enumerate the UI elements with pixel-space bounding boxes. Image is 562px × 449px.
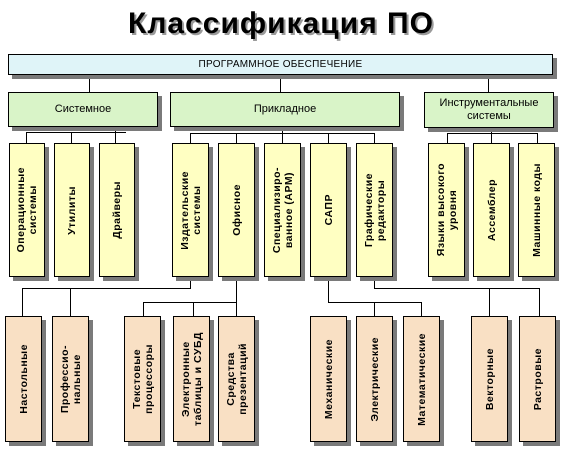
node-office-label: Офисное (230, 184, 243, 236)
node-office: Офисное (218, 143, 255, 277)
node-professional-publishing-label: Профессио- нальные (58, 344, 83, 414)
connector-line (70, 288, 71, 316)
connector-line (115, 127, 116, 143)
connector-line (71, 132, 72, 143)
node-operating-systems-label: Операционные системы (15, 167, 39, 253)
connector-line (491, 128, 492, 143)
connector-line (421, 302, 422, 316)
node-high-level-languages-label: Языки высокого уровня (434, 163, 459, 257)
node-word-processors: Текстовые процессоры (124, 316, 161, 442)
node-electrical: Электрические (356, 316, 393, 442)
node-mechanical-label: Механические (322, 338, 335, 420)
node-machine-codes: Машинные коды (518, 143, 555, 277)
root-label: ПРОГРАММНОЕ ОБЕСПЕЧЕНИЕ (198, 59, 363, 70)
connector-line (193, 302, 194, 316)
node-publishing-systems: Издательские системы (172, 143, 209, 277)
node-mathematical-label: Математические (415, 332, 428, 426)
node-utilities: Утилиты (54, 143, 90, 277)
node-publishing-systems-label: Издательские системы (178, 170, 203, 250)
connector-line (328, 133, 329, 143)
node-presentations-label: Средства презентаций (224, 343, 249, 415)
connector-line (89, 75, 90, 92)
connector-line (539, 288, 540, 316)
node-electrical-label: Электрические (368, 336, 381, 422)
category-tools: Инструментальные системы (424, 92, 554, 128)
node-machine-codes-label: Машинные коды (530, 163, 543, 257)
node-presentations: Средства презентаций (218, 316, 255, 442)
connector-line (374, 277, 375, 289)
connector-line (374, 288, 540, 289)
category-tools-label: Инструментальные системы (439, 97, 539, 122)
connector-line (489, 288, 490, 316)
node-raster-label: Растровые (531, 347, 544, 411)
connector-line (282, 127, 283, 143)
node-vector: Векторные (471, 316, 508, 442)
node-mechanical: Механические (310, 316, 347, 442)
connector-line (26, 132, 126, 133)
node-high-level-languages: Языки высокого уровня (428, 143, 465, 277)
connector-line (374, 133, 375, 143)
node-desktop-publishing-label: Настольные (17, 344, 30, 414)
node-cad: САПР (310, 143, 347, 277)
node-spreadsheets-dbms: Электронные таблицы и СУБД (173, 316, 210, 442)
node-assembler-label: Ассемблер (485, 179, 498, 241)
node-specialized: Специализиро- ванное (АРМ) (264, 143, 301, 277)
category-system: Системное (8, 92, 158, 127)
connector-line (328, 302, 422, 303)
node-graphics-editors: Графические редакторы (356, 143, 393, 277)
connector-line (190, 133, 191, 143)
category-applied: Прикладное (170, 92, 400, 127)
connector-line (190, 277, 191, 288)
connector-line (374, 302, 375, 316)
connector-line (26, 132, 27, 143)
connector-line (447, 133, 538, 134)
connector-line (488, 75, 489, 92)
category-applied-label: Прикладное (253, 103, 317, 115)
node-vector-label: Векторные (483, 347, 496, 411)
root-node: ПРОГРАММНОЕ ОБЕСПЕЧЕНИЕ (8, 54, 553, 75)
connector-line (236, 277, 237, 303)
node-raster: Растровые (519, 316, 556, 442)
connector-line (22, 288, 191, 289)
diagram-title: Классификация ПО (128, 7, 434, 40)
connector-line (537, 133, 538, 143)
connector-line (447, 133, 448, 143)
node-mathematical: Математические (403, 316, 440, 442)
node-professional-publishing: Профессио- нальные (52, 316, 89, 442)
node-drivers-label: Драйверы (111, 181, 123, 239)
node-drivers: Драйверы (99, 143, 135, 277)
connector-line (143, 302, 144, 316)
node-cad-label: САПР (322, 194, 335, 226)
node-spreadsheets-dbms-label: Электронные таблицы и СУБД (179, 331, 204, 427)
node-desktop-publishing: Настольные (5, 316, 42, 442)
node-word-processors-label: Текстовые процессоры (130, 344, 155, 414)
category-system-label: Системное (54, 103, 112, 115)
connector-line (328, 277, 329, 303)
connector-line (280, 75, 281, 92)
connector-line (22, 288, 23, 316)
node-specialized-label: Специализиро- ванное (АРМ) (270, 166, 295, 254)
node-operating-systems: Операционные системы (9, 143, 45, 277)
connector-line (236, 302, 237, 316)
node-assembler: Ассемблер (473, 143, 510, 277)
node-utilities-label: Утилиты (66, 185, 78, 235)
connector-line (236, 133, 237, 143)
connector-line (143, 302, 237, 303)
node-graphics-editors-label: Графические редакторы (362, 172, 387, 248)
